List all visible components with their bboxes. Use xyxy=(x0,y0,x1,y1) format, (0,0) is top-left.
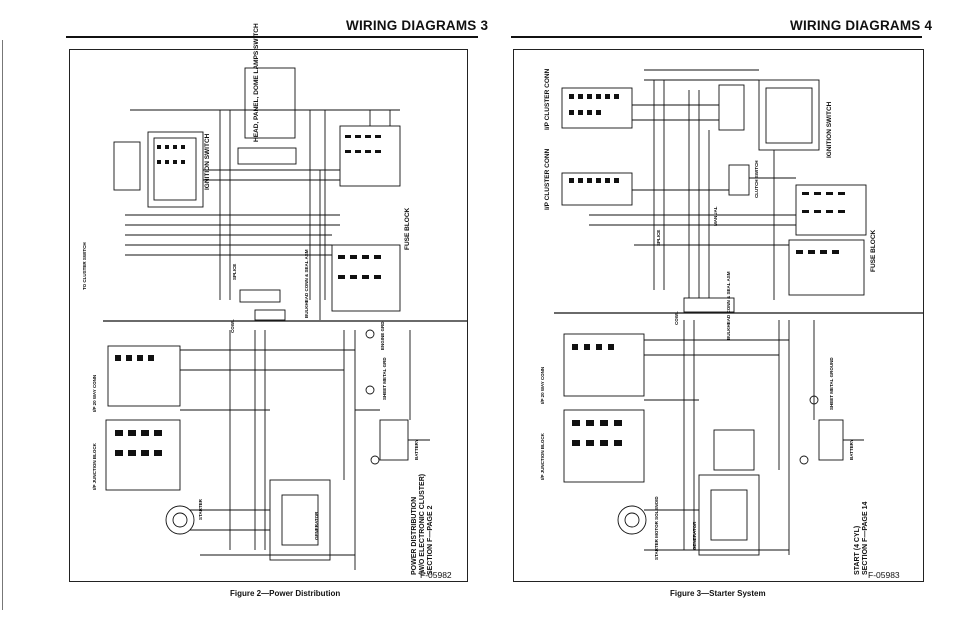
right-figure-caption: Figure 3—Starter System xyxy=(670,589,766,598)
section-note-line-3: SECTION F—PAGE 2 xyxy=(427,505,434,576)
bulkhead-label: BULKHEAD CONN & SEAL ASM xyxy=(304,249,309,318)
ignition-switch-label: IGNITION SWITCH xyxy=(204,133,211,190)
ip-20-way-conn-label: I/P 20 WAY CONN xyxy=(540,366,545,404)
ip-cluster-label: I/P CLUSTER CONN xyxy=(544,148,551,210)
ip-cluster-top-label: I/P CLUSTER CONN xyxy=(544,68,551,130)
power-distribution-diagram: HEAD, PANEL, DOME LAMPS SWITCH IGNITION … xyxy=(69,23,468,582)
cowl-label: COWL xyxy=(674,311,679,325)
fuse-block-label: FUSE BLOCK xyxy=(404,207,411,250)
sheet-metal-ground-label: SHEET METAL GROUND xyxy=(829,357,834,410)
left-header-rule xyxy=(66,36,478,38)
fuse-block-label: FUSE BLOCK xyxy=(870,229,877,272)
right-header-rule xyxy=(511,36,922,38)
starter-system-diagram: I/P CLUSTER CONN I/P CLUSTER CONN IGNITI… xyxy=(513,49,924,582)
headlamp-switch-label: HEAD, PANEL, DOME LAMPS SWITCH xyxy=(253,23,260,142)
splice-label: SPLICE xyxy=(232,263,237,280)
to-cluster-switch-label: TO CLUSTER SWITCH xyxy=(82,242,87,290)
page-edge-line xyxy=(2,40,3,610)
right-header-title: WIRING DIAGRAMS 4 xyxy=(790,18,933,33)
right-page: WIRING DIAGRAMS 4 xyxy=(480,0,959,621)
splice-label: SPLICE xyxy=(656,229,661,246)
right-figure-number: F-05983 xyxy=(868,570,900,580)
generator-label: GENERATOR xyxy=(692,521,697,550)
bulkhead-label: BULKHEAD CONN & SEAL ASM xyxy=(726,271,731,340)
section-note-line-1: START (4 CYL) xyxy=(854,525,861,575)
section-note-line-2: (W/O ELECTRONIC CLUSTER) xyxy=(419,473,426,575)
cowl-label: COWL xyxy=(230,319,235,333)
ip-junction-block-label: I/P JUNCTION BLOCK xyxy=(540,433,545,480)
starter-solenoid-label: STARTER MOTOR SOLENOID xyxy=(654,496,659,560)
left-figure-caption: Figure 2—Power Distribution xyxy=(230,589,341,598)
manual-label: MANUAL xyxy=(713,206,718,227)
left-header-title: WIRING DIAGRAMS 3 xyxy=(346,18,489,33)
section-note-line-1: POWER DISTRIBUTION xyxy=(411,496,418,575)
battery-label: BATTERY xyxy=(414,439,419,460)
starter-system-wiring xyxy=(554,69,923,556)
ignition-switch-label: IGNITION SWITCH xyxy=(826,101,833,158)
sheet-metal-grd-label: SHEET METAL GRD xyxy=(382,357,387,400)
battery-label: BATTERY xyxy=(849,439,854,460)
clutch-switch-label: CLUTCH SWITCH xyxy=(754,160,759,199)
engine-grd-label: ENGINE GRD xyxy=(380,321,385,350)
ip-20-way-conn-label: I/P 20 WAY CONN xyxy=(92,374,97,412)
ip-junction-block-label: I/P JUNCTION BLOCK xyxy=(92,443,97,490)
section-note-line-2: SECTION F—PAGE 14 xyxy=(862,501,869,575)
generator-label: GENERATOR xyxy=(314,511,319,540)
left-figure-number: F-05982 xyxy=(420,570,452,580)
starter-label: STARTER xyxy=(198,499,203,520)
power-distribution-wiring xyxy=(103,67,467,570)
left-page: WIRING DIAGRAMS 3 xyxy=(66,18,488,598)
